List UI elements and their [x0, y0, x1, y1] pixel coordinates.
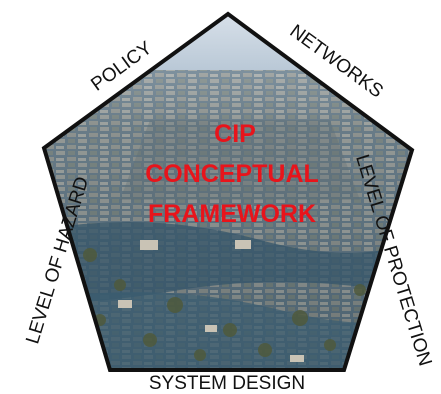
side-label-system-design: SYSTEM DESIGN [149, 373, 305, 394]
title-line-1: CIP [214, 120, 256, 148]
title-line-2: CONCEPTUAL [145, 160, 319, 188]
title-line-3: FRAMEWORK [148, 200, 316, 228]
center-title: CIP CONCEPTUAL FRAMEWORK [145, 120, 319, 228]
pentagon-frame [41, 11, 415, 372]
